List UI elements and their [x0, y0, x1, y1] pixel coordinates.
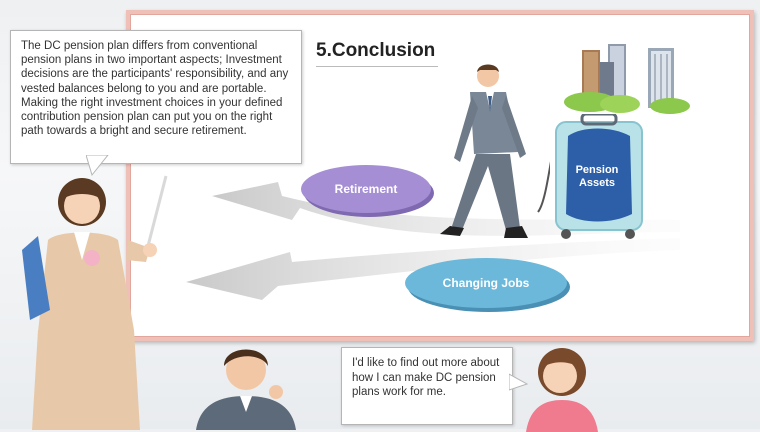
woman-smiling-icon: [526, 348, 598, 432]
page-title: 5.Conclusion: [316, 40, 438, 67]
city-buildings-icon: [564, 44, 690, 114]
retirement-path-label: Retirement: [301, 165, 431, 213]
man-thinking-icon: [196, 349, 296, 430]
presenter-woman-icon: [22, 175, 168, 430]
teacher-paragraph-1: The DC pension plan differs from convent…: [21, 40, 289, 95]
bubble-tail: [86, 155, 109, 177]
businessman-icon: [440, 64, 550, 238]
suitcase-label: Pension Assets: [575, 164, 619, 189]
teacher-speech-bubble: The DC pension plan differs from convent…: [10, 30, 302, 164]
changing-jobs-path-label: Changing Jobs: [405, 258, 567, 308]
bubble-tail: [509, 373, 529, 391]
suitcase-icon: [555, 114, 643, 239]
student-speech-bubble: I'd like to find out more about how I ca…: [341, 347, 513, 425]
teacher-paragraph-2: Making the right investment choices in y…: [21, 96, 283, 138]
